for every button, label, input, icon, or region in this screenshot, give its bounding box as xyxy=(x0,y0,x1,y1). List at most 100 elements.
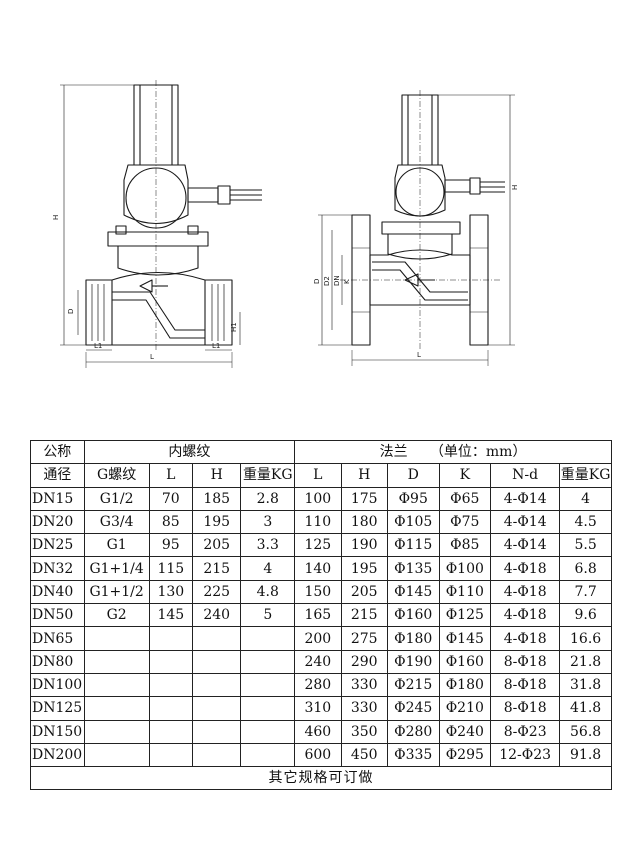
cell-fd: Φ95 xyxy=(386,486,440,511)
header-thread-h: H xyxy=(191,463,242,488)
cell-fl: 140 xyxy=(294,556,342,581)
cell-fl: 240 xyxy=(294,649,342,674)
cell-fd: Φ245 xyxy=(386,696,440,721)
cell-g xyxy=(83,742,150,768)
cell-fn: 4-Φ18 xyxy=(490,579,561,605)
cell-tl: 145 xyxy=(148,603,193,628)
cell-fl: 150 xyxy=(294,579,342,605)
cell-th xyxy=(191,719,242,744)
cell-fl: 100 xyxy=(294,486,342,511)
cell-th xyxy=(191,626,242,651)
cell-fn: 8-Φ23 xyxy=(490,719,561,744)
cell-fn: 8-Φ18 xyxy=(490,649,561,674)
header-thread-group: 内螺纹 xyxy=(83,439,296,465)
cell-fh: 180 xyxy=(340,509,388,535)
cell-fd: Φ190 xyxy=(386,649,440,674)
cell-fk: Φ210 xyxy=(438,696,492,721)
header-flange-d: D xyxy=(386,463,440,488)
header-corner-top: 公称 xyxy=(30,439,85,465)
dim-label-d-flange: D xyxy=(313,279,321,284)
cell-fh: 290 xyxy=(340,649,388,674)
cell-fl: 600 xyxy=(294,742,342,768)
header-flange-h: H xyxy=(340,463,388,488)
cell-tl xyxy=(148,672,193,698)
cell-fw: 16.6 xyxy=(559,626,612,651)
cell-tw xyxy=(240,649,296,674)
dim-label-k: K xyxy=(343,279,351,284)
cell-fw: 56.8 xyxy=(559,719,612,744)
cell-fk: Φ125 xyxy=(438,603,492,628)
valve-drawings: H D H1 L1 L1 L H D D2 DN K L xyxy=(52,80,519,368)
dim-label-l1-right: L1 xyxy=(212,342,220,350)
header-thread-g: G螺纹 xyxy=(83,463,150,488)
header-thread-weight: 重量KG xyxy=(240,463,296,488)
cell-tw xyxy=(240,696,296,721)
flanged-valve-drawing xyxy=(318,90,515,366)
dim-label-l: L xyxy=(150,353,154,361)
cell-g xyxy=(83,719,150,744)
cell-fn: 8-Φ18 xyxy=(490,696,561,721)
cell-fw: 5.5 xyxy=(559,533,612,558)
cell-fk: Φ110 xyxy=(438,579,492,605)
cell-dn: DN65 xyxy=(30,626,85,651)
cell-fw: 9.6 xyxy=(559,603,612,628)
cell-g xyxy=(83,626,150,651)
header-flange-label: 法兰 xyxy=(379,444,408,461)
cell-fk: Φ75 xyxy=(438,509,492,535)
dim-label-l-flange: L xyxy=(417,351,421,359)
cell-fn: 4-Φ18 xyxy=(490,603,561,628)
cell-fh: 195 xyxy=(340,556,388,581)
cell-fn: 4-Φ14 xyxy=(490,486,561,511)
cell-fk: Φ145 xyxy=(438,626,492,651)
cell-fl: 200 xyxy=(294,626,342,651)
dim-label-d: D xyxy=(67,309,75,314)
cell-th xyxy=(191,649,242,674)
cell-dn: DN150 xyxy=(30,719,85,744)
cell-tw: 3 xyxy=(240,509,296,535)
cell-fh: 330 xyxy=(340,672,388,698)
cell-fh: 205 xyxy=(340,579,388,605)
cell-tl xyxy=(148,719,193,744)
cell-fl: 280 xyxy=(294,672,342,698)
cell-th: 195 xyxy=(191,509,242,535)
cell-th: 185 xyxy=(191,486,242,511)
cell-fw: 4 xyxy=(559,486,612,511)
dim-label-h-flange: H xyxy=(511,185,519,190)
cell-g xyxy=(83,649,150,674)
cell-g: G1+1/2 xyxy=(83,579,150,605)
cell-g: G2 xyxy=(83,603,150,628)
cell-tl: 70 xyxy=(148,486,193,511)
header-flange-l: L xyxy=(294,463,342,488)
cell-g: G1 xyxy=(83,533,150,558)
cell-fk: Φ65 xyxy=(438,486,492,511)
cell-fk: Φ295 xyxy=(438,742,492,768)
cell-fw: 91.8 xyxy=(559,742,612,768)
cell-fd: Φ335 xyxy=(386,742,440,768)
cell-tl: 95 xyxy=(148,533,193,558)
cell-dn: DN200 xyxy=(30,742,85,768)
cell-g: G3/4 xyxy=(83,509,150,535)
cell-fl: 165 xyxy=(294,603,342,628)
cell-fw: 21.8 xyxy=(559,649,612,674)
header-row-1: 公称 内螺纹 法兰 （单位：mm） xyxy=(30,439,612,465)
cell-dn: DN32 xyxy=(30,556,85,581)
cell-dn: DN25 xyxy=(30,533,85,558)
cell-tw: 3.3 xyxy=(240,533,296,558)
cell-dn: DN50 xyxy=(30,603,85,628)
header-corner-bottom: 通径 xyxy=(30,463,85,488)
cell-fl: 310 xyxy=(294,696,342,721)
cell-tw: 4.8 xyxy=(240,579,296,605)
cell-fn: 4-Φ18 xyxy=(490,556,561,581)
dim-label-d2: D2 xyxy=(323,276,331,286)
header-flange-weight: 重量KG xyxy=(559,463,612,488)
header-flange-group: 法兰 （单位：mm） xyxy=(294,439,612,465)
cell-fw: 31.8 xyxy=(559,672,612,698)
